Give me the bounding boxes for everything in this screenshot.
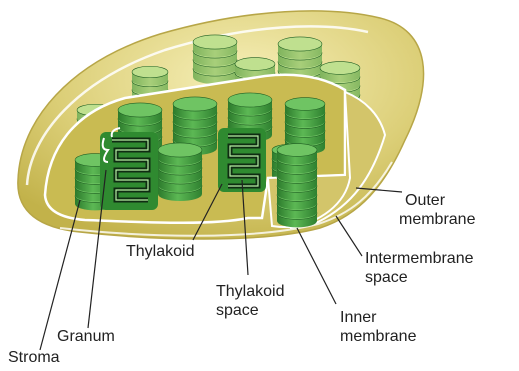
inner-membrane-label-line2: membrane — [340, 327, 416, 346]
thylakoid-space-label: Thylakoid space — [216, 282, 284, 320]
thylakoid-space-label-line1: Thylakoid — [216, 282, 284, 301]
thylakoid-space-label-line2: space — [216, 301, 284, 320]
front-granum — [277, 144, 317, 228]
intermembrane-space-label-line2: space — [365, 268, 474, 287]
stroma-label: Stroma — [8, 348, 60, 367]
granum-label: Granum — [57, 327, 115, 346]
outer-membrane-label-line2: membrane — [399, 210, 475, 229]
inner-membrane-leader — [297, 228, 336, 304]
inner-granum — [158, 143, 202, 201]
back-granum — [193, 35, 237, 84]
sectioned-granum-left — [100, 128, 158, 210]
intermembrane-space-label-line1: Intermembrane — [365, 249, 474, 268]
inner-membrane-label-line1: Inner — [340, 308, 416, 327]
outer-membrane-label-line1: Outer — [405, 191, 475, 210]
intermembrane-space-label: Intermembrane space — [365, 249, 474, 287]
inner-membrane-label: Inner membrane — [340, 308, 416, 346]
intermembrane-space-leader — [336, 216, 362, 256]
thylakoid-label-text: Thylakoid — [126, 242, 194, 261]
stroma-label-text: Stroma — [8, 348, 60, 367]
thylakoid-label: Thylakoid — [126, 242, 194, 261]
outer-membrane-label: Outer membrane — [405, 191, 475, 229]
front-granum-stack — [277, 144, 317, 228]
granum-label-text: Granum — [57, 327, 115, 346]
